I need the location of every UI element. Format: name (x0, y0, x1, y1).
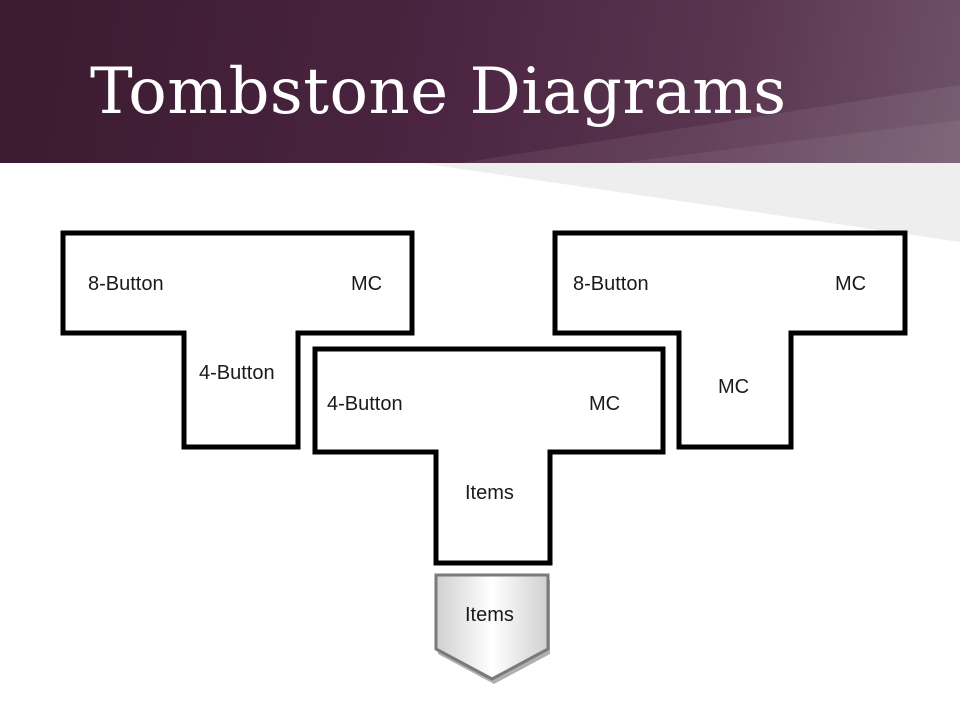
right-t-stem-label: MC (718, 376, 749, 398)
left-t-left-label: 8-Button (88, 273, 164, 295)
left-t-diagram: 8-Button MC 4-Button (60, 230, 415, 450)
middle-t-stem-label: Items (465, 482, 514, 504)
header-decoration (460, 85, 960, 163)
middle-t-diagram: 4-Button MC Items (312, 346, 666, 566)
left-t-shape (60, 230, 415, 450)
right-t-diagram: 8-Button MC MC (552, 230, 908, 450)
middle-t-right-label: MC (589, 393, 620, 415)
left-t-stem-label: 4-Button (199, 362, 275, 384)
right-t-right-label: MC (835, 273, 866, 295)
left-t-right-label: MC (351, 273, 382, 295)
title-bar: Tombstone Diagrams (0, 0, 960, 163)
right-t-left-label: 8-Button (573, 273, 649, 295)
body-sweep-decoration (420, 163, 960, 242)
right-t-shape (552, 230, 908, 450)
middle-t-shape (312, 346, 666, 566)
middle-t-left-label: 4-Button (327, 393, 403, 415)
program-label: Items (465, 604, 514, 626)
program-shape (434, 573, 550, 681)
slide-title: Tombstone Diagrams (90, 55, 787, 129)
program-shape-group: Items (434, 573, 550, 684)
